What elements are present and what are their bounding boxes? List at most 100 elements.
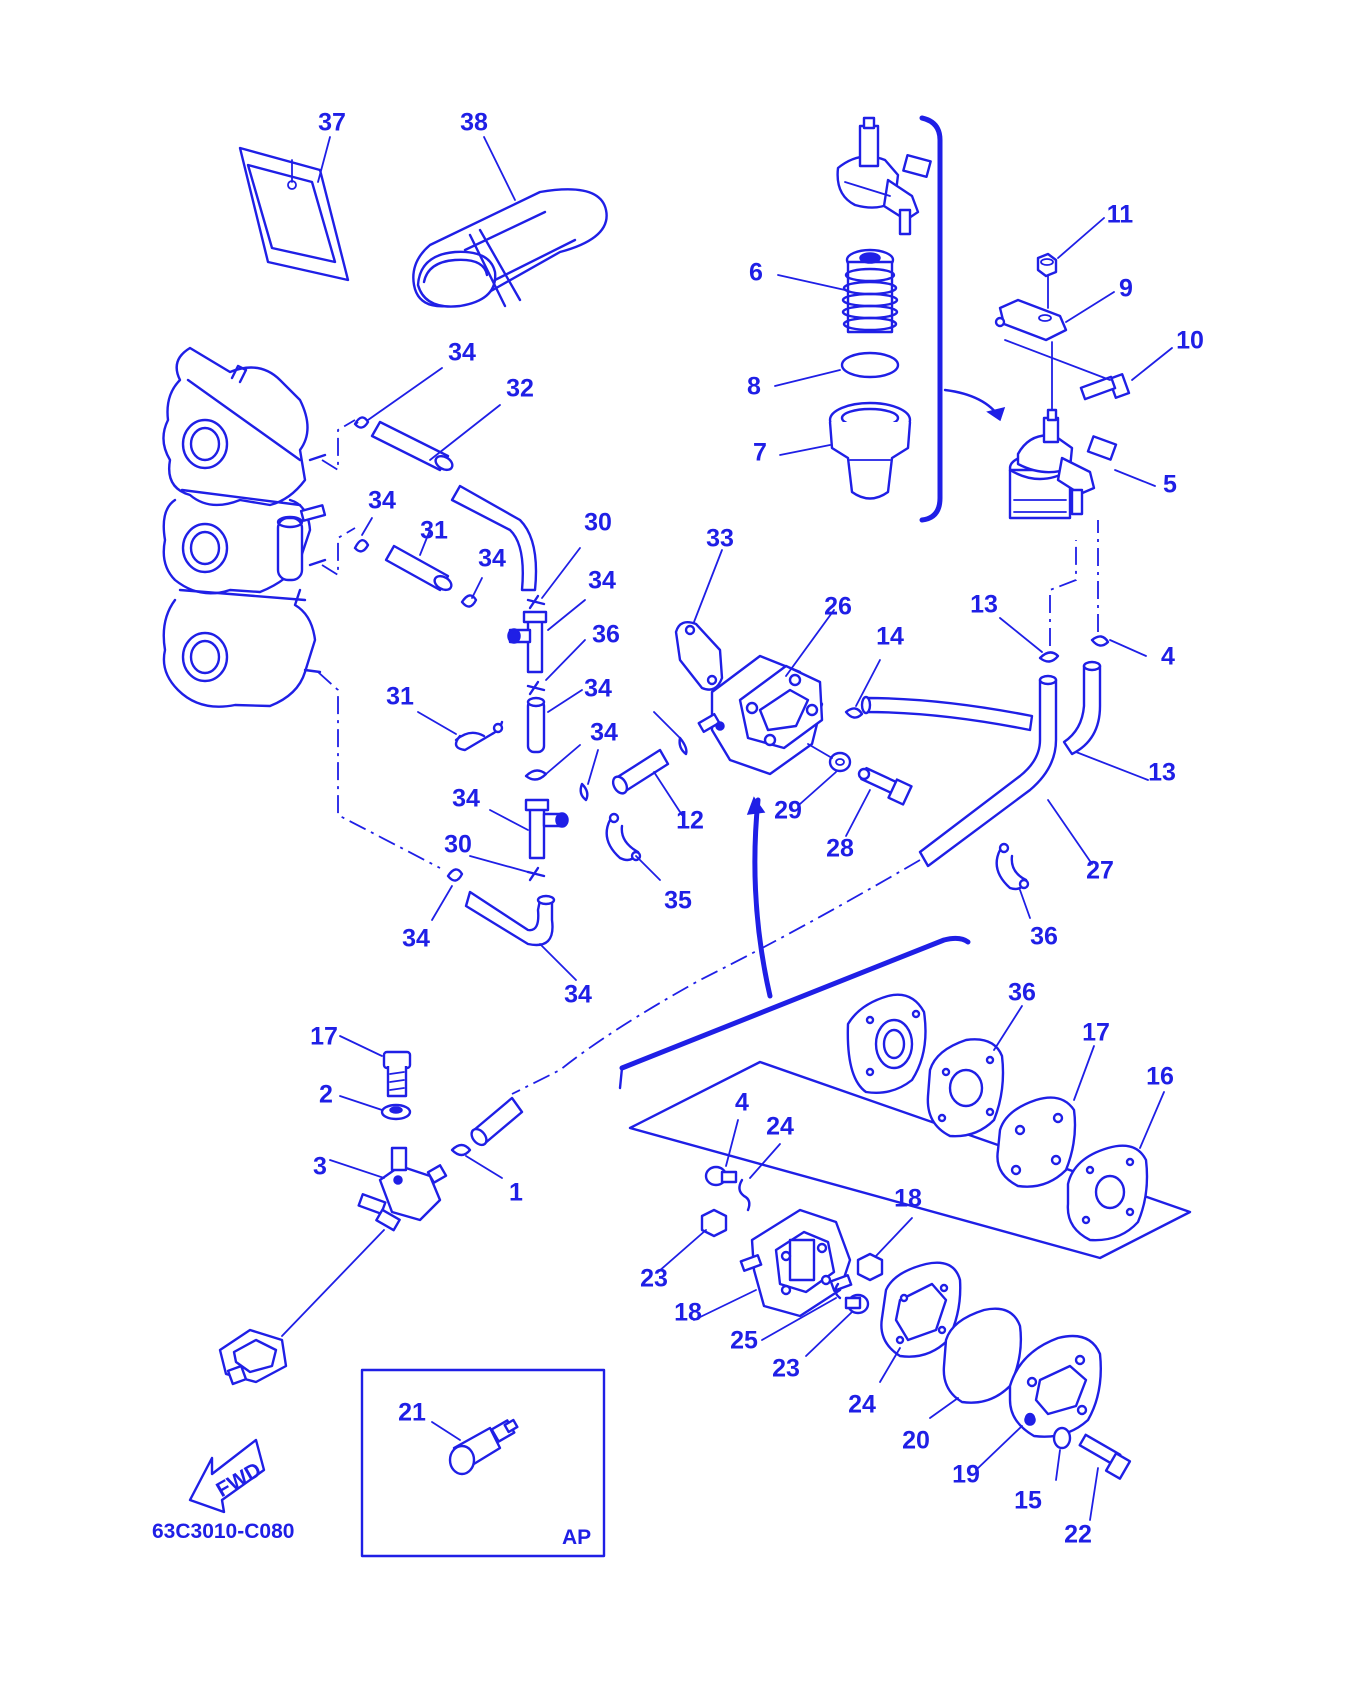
callout-36: 35: [664, 887, 692, 915]
callout-35: 27: [1086, 857, 1114, 885]
callout-28: 29: [774, 797, 802, 825]
callout-13: 4: [1161, 643, 1175, 671]
screw-part-24: [844, 1293, 870, 1315]
hose-clip-part-34: [353, 416, 370, 429]
hose-part-12: [1062, 660, 1102, 756]
callout-37: 37: [318, 109, 346, 137]
fuel-joint-part-1: [357, 1146, 448, 1232]
pump-body-part-25: [739, 1208, 853, 1318]
callout-36: 36: [1030, 923, 1058, 951]
diaphragm-part-19: [942, 1307, 1023, 1404]
washer-part-22: [1052, 1426, 1072, 1450]
fuel-hose: [860, 695, 1034, 732]
callout-38: 38: [460, 109, 488, 137]
o-ring-part-8: [840, 351, 900, 379]
hose-clip-part-34: [678, 736, 688, 756]
fuel-filter-part-5: [1008, 408, 1118, 520]
callout-32: 32: [506, 375, 534, 403]
hose-clip-part-34: [524, 769, 548, 781]
callout-11: 11: [1107, 201, 1134, 229]
hose-clip-part-34: [353, 539, 370, 553]
callout-34: 30: [444, 831, 472, 859]
hose-clip-part-34: [460, 594, 478, 608]
hose-part-29: [611, 748, 670, 795]
hose-part-35: [918, 674, 1058, 868]
callout-31: 34: [584, 675, 612, 703]
callout-34: 34: [590, 719, 618, 747]
callout-23: 25: [730, 1327, 758, 1355]
callout-34: 34: [478, 545, 506, 573]
callout-14: 26: [824, 593, 852, 621]
callout-13: 14: [876, 623, 904, 651]
callout-34: 36: [592, 621, 620, 649]
callout-31: 31: [420, 517, 448, 545]
callout-7: 7: [753, 439, 767, 467]
hose-clip-part-34: [526, 594, 546, 610]
pump-cover-upper: [846, 993, 927, 1094]
callout-19: 20: [902, 1427, 930, 1455]
intake-duct-part-38: [412, 188, 608, 308]
sensor-part-39: [448, 1418, 519, 1476]
spring-part-23: [834, 1282, 842, 1300]
hose-clip-part-34: [446, 868, 464, 882]
t-joint-part-30: [524, 798, 569, 860]
bolt-part-10: [1079, 373, 1131, 401]
callout-39: 21: [398, 1399, 426, 1427]
spring-part-23: [738, 1178, 751, 1212]
bolt-part-2: [382, 1050, 412, 1098]
callout-10: 10: [1176, 327, 1204, 355]
hose-clip-part-34: [526, 680, 546, 696]
bracket-part-9: [994, 298, 1068, 342]
callout-5: 5: [1163, 471, 1177, 499]
callout-34: 34: [448, 339, 476, 367]
callout-34: 34: [368, 487, 396, 515]
hose-clip-part-13: [1090, 635, 1110, 647]
callout-22: 15: [1014, 1487, 1042, 1515]
callout-1: 3: [313, 1153, 327, 1181]
callout-24: 23: [772, 1355, 800, 1383]
callout-30: 34: [588, 567, 616, 595]
callout-4: 13: [970, 591, 998, 619]
callout-26: 33: [706, 525, 734, 553]
callout-2: 17: [310, 1023, 338, 1051]
gasket-part-26: [674, 621, 724, 691]
callout-36: 31: [386, 683, 414, 711]
hose-clip-part-13: [844, 707, 864, 719]
callout-21: 22: [1064, 1521, 1092, 1549]
washer-part-28: [828, 751, 852, 773]
callout-27: 28: [826, 835, 854, 863]
gasket-part-20: [880, 1261, 962, 1358]
forward-direction-arrow: FWD: [188, 1438, 265, 1514]
hose-part-31: [526, 696, 546, 754]
filter-cup-assembly: [836, 116, 932, 236]
filter-cup-part-7: [828, 401, 912, 500]
drawing-code: 63C3010-C080: [152, 1520, 294, 1543]
callout-34: 34: [402, 925, 430, 953]
screw-part-21: [1078, 1433, 1132, 1480]
callout-25: 18: [674, 1299, 702, 1327]
hose-clamp-part-36: [605, 812, 642, 862]
filter-element-part-6: [841, 248, 899, 334]
callout-33: 34: [564, 981, 592, 1009]
callout-16: 17: [1082, 1019, 1110, 1047]
gasket-part-17: [926, 1038, 1005, 1138]
callout-labels: 37 38 6 8 7 11 9 10 5 34 32 34 31 34 34 …: [310, 109, 1204, 1549]
callout-20: 24: [848, 1391, 876, 1419]
nut-part-18: [700, 1208, 728, 1238]
hose-part-32: [370, 420, 538, 592]
carburetor-assembly-outline: [162, 346, 327, 708]
hose-part-31: [384, 544, 453, 592]
nut-part-18: [856, 1252, 884, 1282]
callout-17: 36: [1008, 979, 1036, 1007]
callout-4: 1: [509, 1179, 523, 1207]
screw-part-24: [704, 1165, 738, 1187]
pump-cover-part-15: [1008, 1334, 1102, 1438]
callout-3: 2: [319, 1081, 333, 1109]
washer-part-3: [380, 1103, 412, 1121]
gasket-part-17: [1066, 1144, 1149, 1242]
label-tag-part-37: [238, 146, 350, 282]
callout-34: 30: [584, 509, 612, 537]
ap-label: AP: [562, 1526, 591, 1549]
callout-8: 8: [747, 373, 761, 401]
